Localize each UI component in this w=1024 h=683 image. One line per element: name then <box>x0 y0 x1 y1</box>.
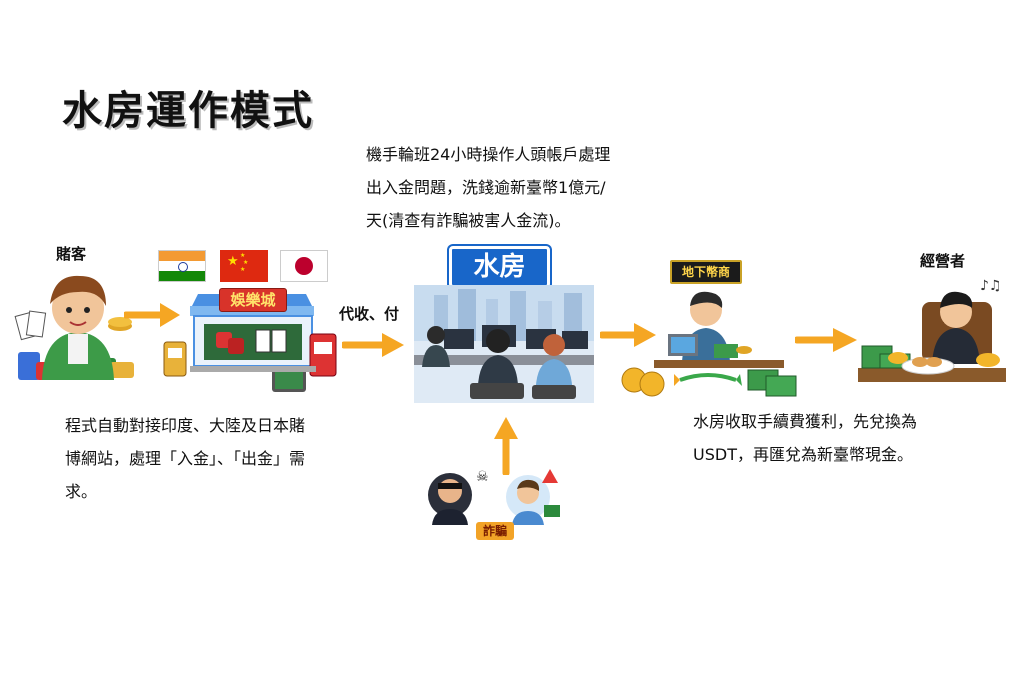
left-description: 程式自動對接印度、大陸及日本賭博網站，處理「入金」、「出金」需求。 <box>65 416 306 501</box>
china-flag: ★ ★ ★ ★ <box>220 250 268 282</box>
arrow-casino-to-water-room <box>342 333 404 357</box>
underground-bank-illustration <box>621 291 797 397</box>
arrow-fraud-to-water-room <box>494 417 518 475</box>
fraud-illustration: ☠ <box>428 469 560 525</box>
arrow-underground-bank-to-operator <box>795 328 857 352</box>
top-description: 機手輪班24小時操作人頭帳戶處理出入金問題，洗錢逾新臺幣1億元/天(清查有詐騙被… <box>366 145 611 230</box>
operator-label: 經營者 <box>920 252 966 270</box>
water-room-office-illustration <box>414 285 594 403</box>
underground-bank-sign: 地下幣商 <box>670 260 742 284</box>
gambler-illustration <box>14 275 134 380</box>
operator-illustration: ♪♫ <box>858 278 1006 382</box>
svg-text:☠: ☠ <box>476 469 489 485</box>
japan-flag <box>280 250 328 282</box>
water-room-sign: 水房 <box>449 246 550 288</box>
gambler-label: 賭客 <box>56 245 87 263</box>
india-flag <box>158 250 206 282</box>
svg-text:♪♫: ♪♫ <box>980 278 1002 294</box>
arrow-water-room-to-underground-bank <box>600 323 656 347</box>
arrow-gambler-to-casino <box>124 303 180 327</box>
page-title: 水房運作模式 <box>62 88 314 134</box>
fraud-label: 詐騙 <box>476 522 514 540</box>
collect-pay-label: 代收、付 <box>339 305 400 323</box>
right-description: 水房收取手續費獲利，先兌換為USDT，再匯兌為新臺幣現金。 <box>693 412 918 464</box>
casino-sign: 娛樂城 <box>219 288 287 312</box>
